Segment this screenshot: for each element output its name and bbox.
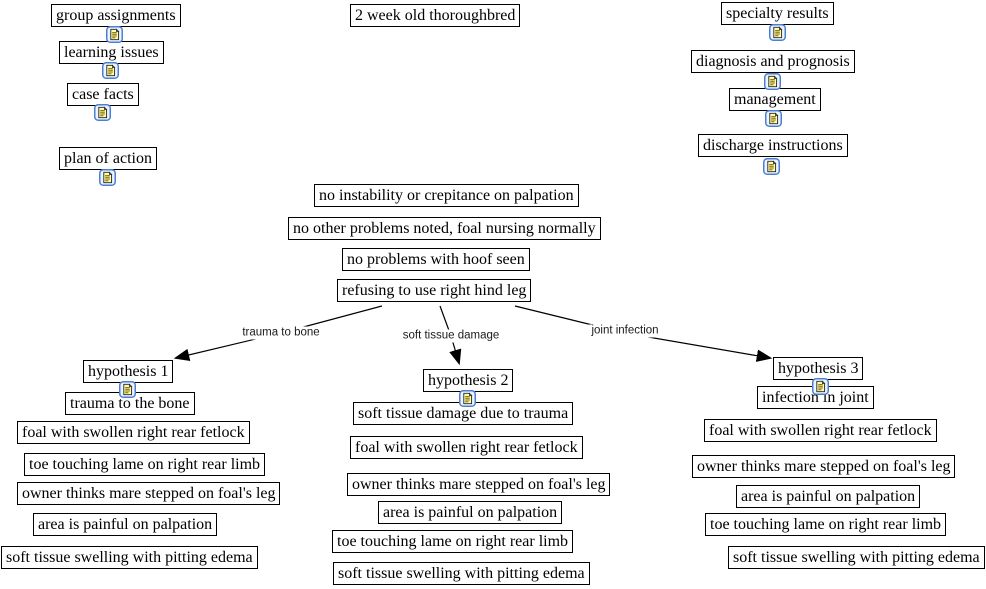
document-resource-icon[interactable] <box>106 26 123 43</box>
concept-diagnosis-and-prognosis[interactable]: diagnosis and prognosis <box>691 50 855 73</box>
concept-management[interactable]: management <box>729 88 821 111</box>
document-resource-icon[interactable] <box>459 390 476 407</box>
concept-plan-of-action[interactable]: plan of action <box>59 147 157 170</box>
concept-toe-touching-lame-3[interactable]: toe touching lame on right rear limb <box>705 513 947 536</box>
document-resource-icon[interactable] <box>765 110 782 127</box>
document-resource-icon[interactable] <box>102 62 119 79</box>
concept-two-week-old-thoroughbred[interactable]: 2 week old thoroughbred <box>350 4 521 27</box>
concept-foal-swollen-fetlock-3[interactable]: foal with swollen right rear fetlock <box>704 419 937 442</box>
concept-trauma-to-the-bone[interactable]: trauma to the bone <box>65 392 195 415</box>
concept-no-instability[interactable]: no instability or crepitance on palpatio… <box>314 184 579 207</box>
concept-owner-thinks-mare-1[interactable]: owner thinks mare stepped on foal's leg <box>17 482 281 505</box>
concept-soft-tissue-swelling-1[interactable]: soft tissue swelling with pitting edema <box>1 546 258 569</box>
document-resource-icon[interactable] <box>812 378 829 395</box>
document-resource-icon[interactable] <box>769 24 786 41</box>
linking-phrase-trauma-to-bone[interactable]: trauma to bone <box>239 326 323 340</box>
concept-foal-swollen-fetlock-2[interactable]: foal with swollen right rear fetlock <box>350 436 583 459</box>
concept-hypothesis-2[interactable]: hypothesis 2 <box>423 369 514 392</box>
concept-toe-touching-lame-1[interactable]: toe touching lame on right rear limb <box>24 453 266 476</box>
document-resource-icon[interactable] <box>94 104 111 121</box>
concept-refusing-right-hind-leg[interactable]: refusing to use right hind leg <box>337 279 532 302</box>
concept-soft-tissue-swelling-2[interactable]: soft tissue swelling with pitting edema <box>333 562 590 585</box>
concept-area-painful-3[interactable]: area is painful on palpation <box>736 485 921 508</box>
concept-toe-touching-lame-2[interactable]: toe touching lame on right rear limb <box>332 530 574 553</box>
concept-foal-swollen-fetlock-1[interactable]: foal with swollen right rear fetlock <box>17 421 250 444</box>
concept-group-assignments[interactable]: group assignments <box>51 4 181 27</box>
document-resource-icon[interactable] <box>99 169 116 186</box>
concept-case-facts[interactable]: case facts <box>67 83 139 106</box>
linking-phrase-joint-infection[interactable]: joint infection <box>588 324 662 338</box>
document-resource-icon[interactable] <box>763 158 780 175</box>
concept-infection-in-joint[interactable]: infection in joint <box>757 386 874 409</box>
document-resource-icon[interactable] <box>119 381 136 398</box>
concept-discharge-instructions[interactable]: discharge instructions <box>698 134 848 157</box>
linking-phrase-soft-tissue-damage[interactable]: soft tissue damage <box>399 329 503 343</box>
concept-soft-tissue-swelling-3[interactable]: soft tissue swelling with pitting edema <box>728 546 985 569</box>
concept-owner-thinks-mare-3[interactable]: owner thinks mare stepped on foal's leg <box>692 455 956 478</box>
concept-no-problems-with-hoof[interactable]: no problems with hoof seen <box>342 248 530 271</box>
concept-owner-thinks-mare-2[interactable]: owner thinks mare stepped on foal's leg <box>347 473 611 496</box>
concept-area-painful-1[interactable]: area is painful on palpation <box>33 513 218 536</box>
concept-learning-issues[interactable]: learning issues <box>59 41 164 64</box>
concept-hypothesis-1[interactable]: hypothesis 1 <box>83 360 174 383</box>
document-resource-icon[interactable] <box>764 73 781 90</box>
concept-specialty-results[interactable]: specialty results <box>721 2 834 25</box>
concept-area-painful-2[interactable]: area is painful on palpation <box>378 501 563 524</box>
concept-hypothesis-3[interactable]: hypothesis 3 <box>773 357 864 380</box>
concept-no-other-problems[interactable]: no other problems noted, foal nursing no… <box>288 217 601 240</box>
